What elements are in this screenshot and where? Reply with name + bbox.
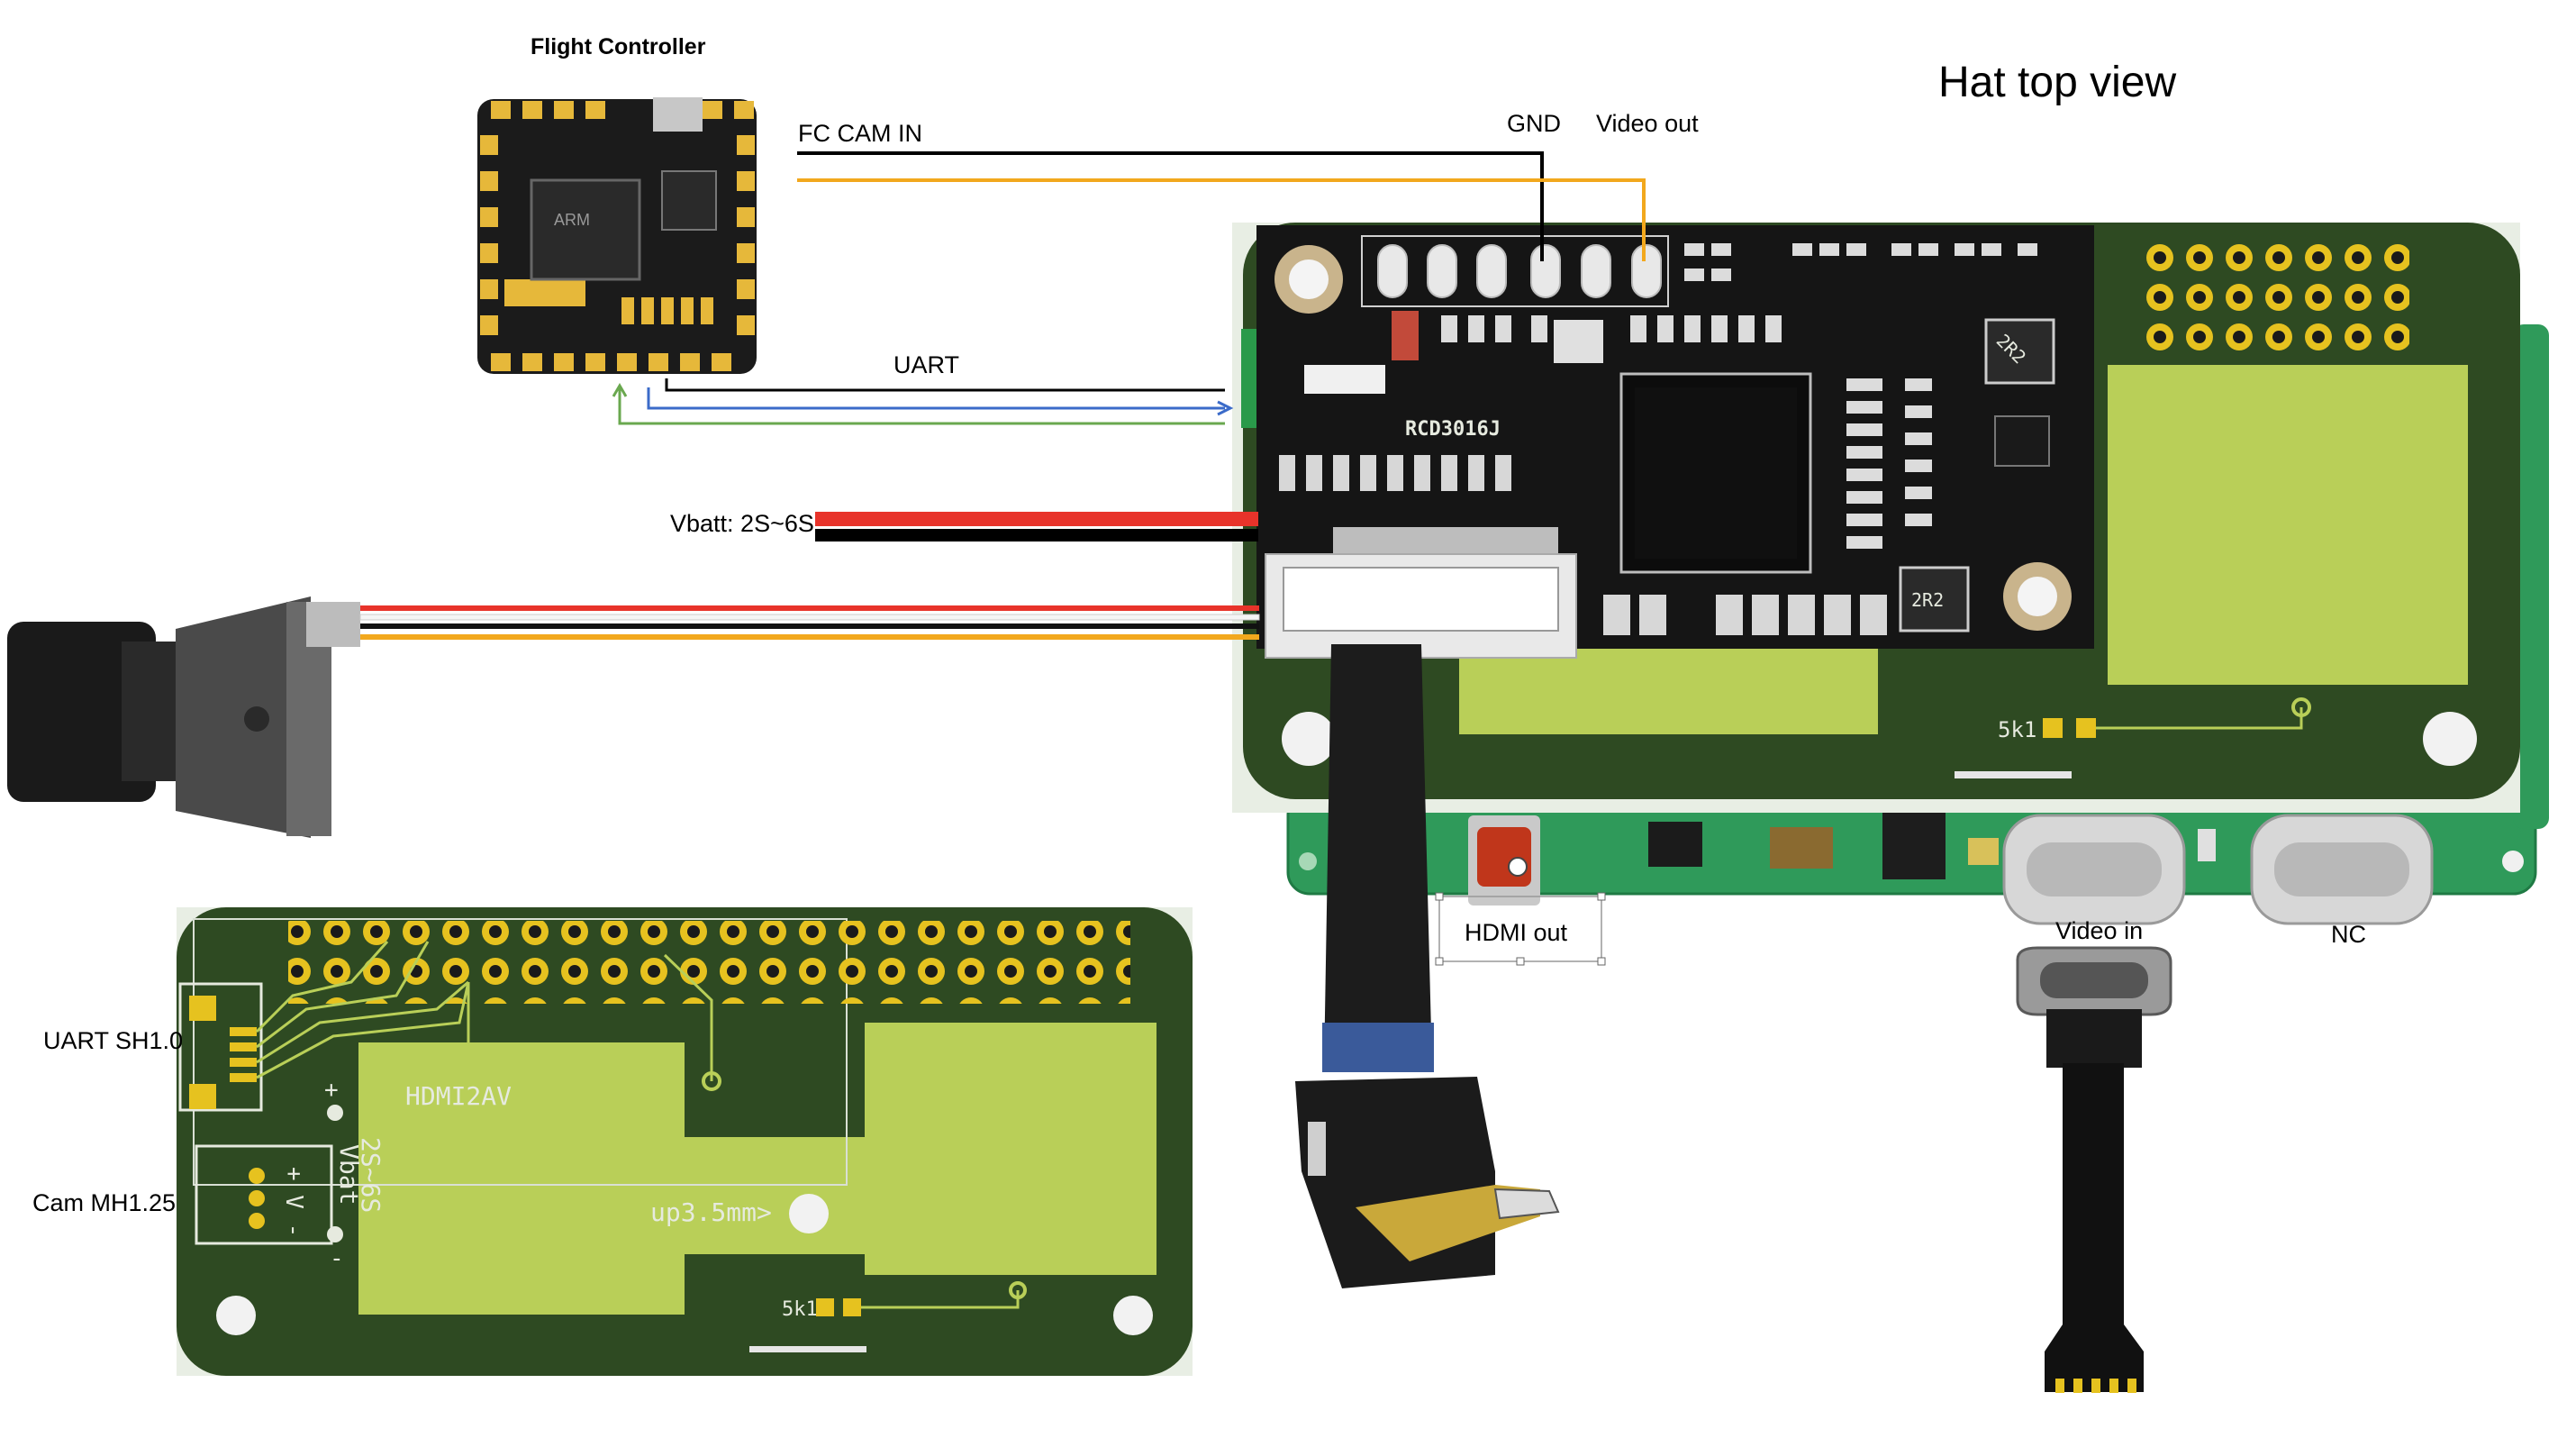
hdmi-out-label: HDMI out	[1465, 919, 1568, 946]
video-in-label: Video in	[2055, 917, 2144, 944]
flight-controller-board: ARM	[477, 97, 757, 374]
svg-text:HDMI2AV: HDMI2AV	[405, 1081, 512, 1111]
hdmi2av-module: 2R2 2R2 RCD3016J	[1256, 225, 2094, 659]
pcb-layout-board: HDMI2AV + - Vbat 2S~6S + V - up3.5mm> 5k…	[177, 907, 1193, 1376]
pi-board-edge	[2513, 324, 2549, 829]
module-pin-row	[1377, 244, 1662, 298]
hdmi-ribbon-cable	[1295, 644, 1560, 1288]
svg-text:2R2: 2R2	[1911, 589, 1944, 611]
uart-sh10-footprint	[178, 982, 263, 1112]
fc-cam-in-label: FC CAM IN	[798, 120, 922, 147]
vbatt-label: Vbatt: 2S~6S	[670, 510, 814, 537]
uart-sh10-label: UART SH1.0	[43, 1027, 184, 1054]
module-ic-label: RCD3016J	[1405, 418, 1501, 441]
camera-wires	[359, 605, 1260, 640]
svg-text:2S~6S: 2S~6S	[356, 1137, 385, 1213]
gpio-header-holes	[2139, 234, 2409, 351]
fpv-camera	[7, 596, 360, 838]
vbat-pads	[327, 1105, 343, 1242]
uart-wires	[612, 378, 1234, 425]
gnd-label: GND	[1507, 110, 1561, 137]
hat-view-title: Hat top view	[1938, 59, 2177, 106]
usb-c-port-nc[interactable]	[2250, 814, 2434, 925]
hat-resistor-label: 5k1	[1998, 717, 2036, 742]
usb-c-flex-cable	[2016, 946, 2172, 1393]
cam-mh125-label: Cam MH1.25	[32, 1189, 177, 1216]
svg-text:Vbat: Vbat	[334, 1144, 364, 1205]
battery-wires	[815, 512, 1258, 542]
mount-hole-br	[2423, 712, 2477, 766]
fc-cam-in-wires	[797, 151, 1646, 261]
raspberry-pi-board	[1286, 791, 2537, 896]
svg-text:ARM: ARM	[554, 211, 590, 229]
hdmi-port[interactable]	[1435, 815, 1606, 966]
nc-label: NC	[2331, 921, 2366, 948]
video-out-label: Video out	[1596, 110, 1699, 137]
mount-hole-bl	[1282, 712, 1336, 766]
svg-text:+: +	[324, 1077, 339, 1104]
usb-port	[653, 97, 703, 132]
svg-text:5k1: 5k1	[782, 1298, 818, 1321]
hat-copper-pad-right	[2108, 365, 2468, 685]
flight-controller-title: Flight Controller	[531, 34, 706, 59]
svg-text:up3.5mm>: up3.5mm>	[650, 1197, 772, 1227]
pcb-gpio-header	[288, 921, 1130, 1004]
svg-text:+ V -: + V -	[280, 1167, 307, 1237]
svg-text:-: -	[330, 1245, 344, 1272]
usb-c-port-video-in[interactable]	[2002, 814, 2186, 925]
cam-mh125-footprint	[195, 1144, 333, 1245]
uart-label: UART	[893, 351, 960, 378]
